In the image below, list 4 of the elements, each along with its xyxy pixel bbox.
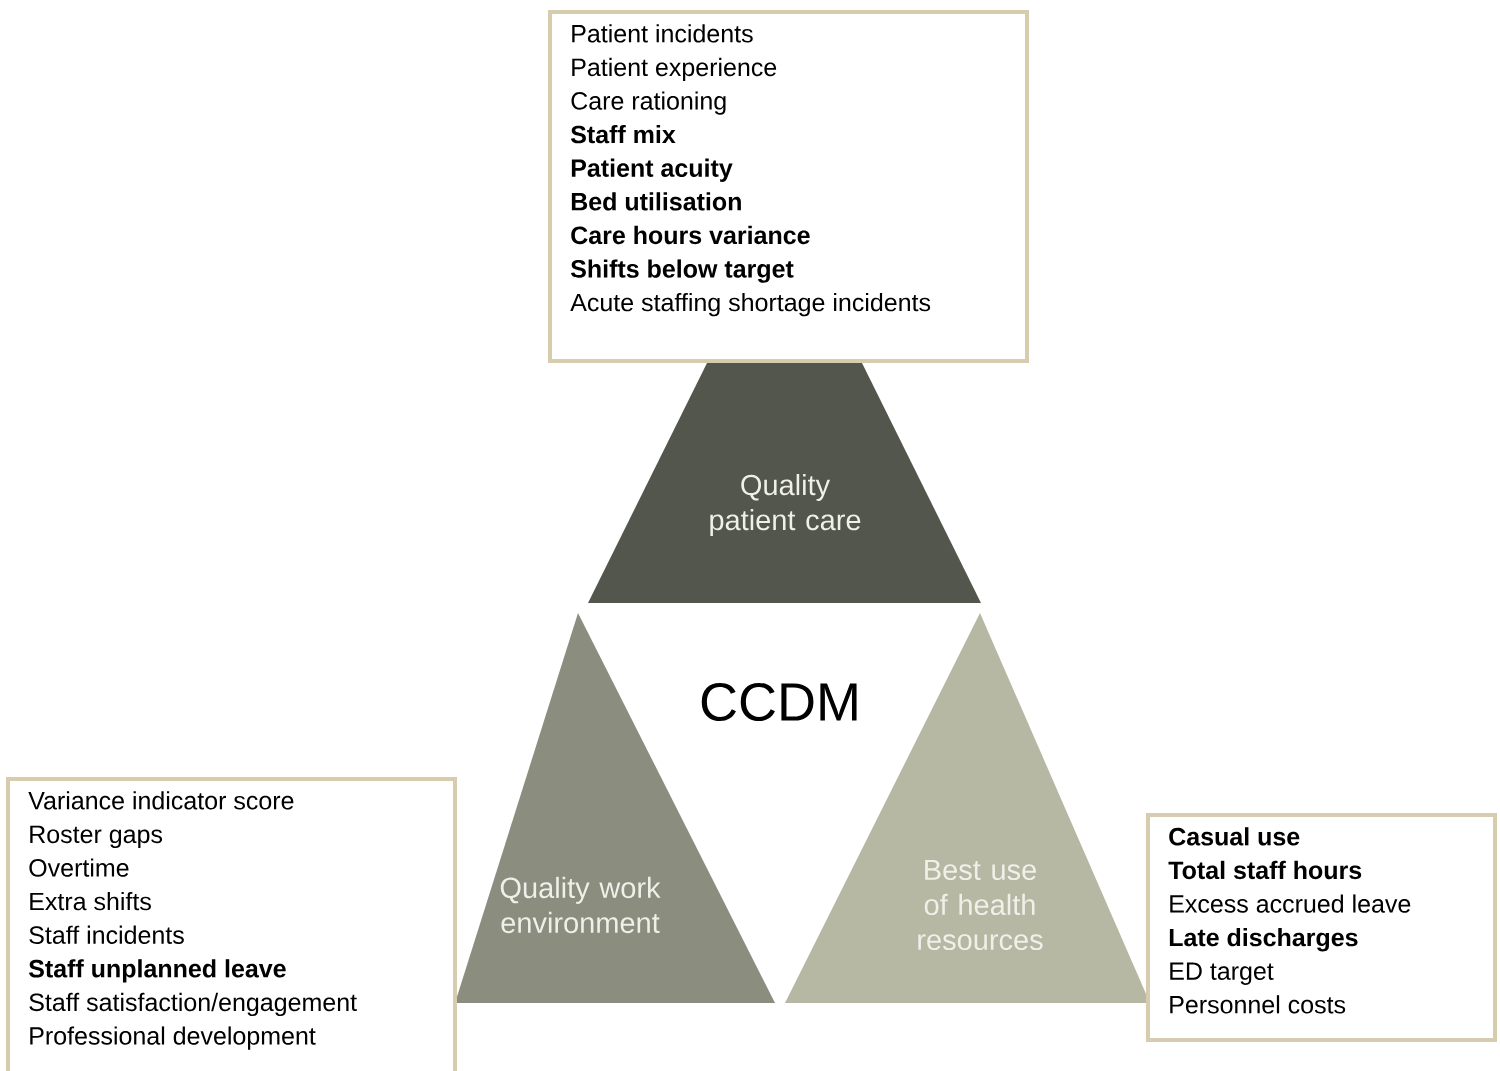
- triangle: Quality patient care: [588, 363, 981, 603]
- list-box: Patient incidents Patient experience Care rationing Staff mix Patient acuity Bed utilisation Care hours variance Shifts below target Acute staffing shortage incidents: [548, 10, 1029, 363]
- list-box: Casual use Total staff hours Excess accrued leave Late discharges ED target Personnel costs: [1146, 813, 1497, 1042]
- list-box: Variance indicator score Roster gaps Overtime Extra shifts Staff incidents Staff unplanned leave Staff satisfaction/engagement Professional development: [6, 777, 457, 1071]
